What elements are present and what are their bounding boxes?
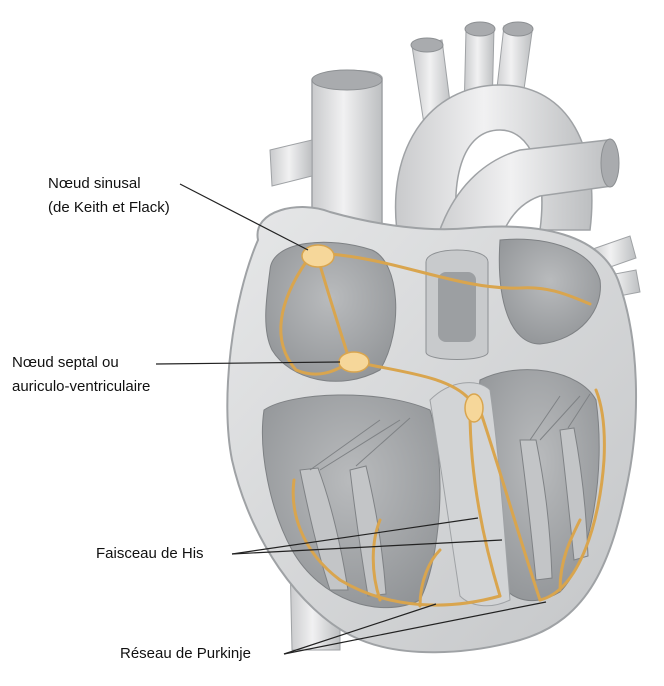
bachmann-bundle (328, 252, 592, 306)
av-node (338, 351, 370, 373)
leader-his-1 (231, 517, 479, 555)
sinus-node (301, 244, 335, 268)
purkinje-label: Réseau de Purkinje (120, 645, 251, 662)
leader-sinus-node (179, 183, 309, 251)
av-node-label-line1: Nœud septal ou (12, 354, 119, 371)
sinus-node-label-line1: Nœud sinusal (48, 175, 141, 192)
conduction-system (279, 252, 606, 608)
his-bundle-right (468, 408, 502, 598)
leader-purkinje-1 (283, 603, 437, 655)
aortic-arch (394, 84, 593, 251)
av-to-his (354, 360, 472, 402)
his-bundle-left (478, 408, 542, 602)
vena-cava-opening (311, 69, 383, 91)
his-bundle-label: Faisceau de His (96, 545, 204, 562)
left-atrium-cavity (498, 238, 601, 345)
leader-lines (155, 183, 547, 655)
av-node-label-line2: auriculo-ventriculaire (12, 378, 151, 395)
right-pulmonary-vein (269, 139, 313, 187)
purkinje-left (538, 388, 606, 602)
sinus-node-label-line2: (de Keith et Flack) (48, 199, 170, 216)
purkinje-fibers (371, 518, 582, 608)
his-bundle-origin (464, 393, 484, 423)
papillary-muscles (299, 393, 591, 597)
internodal-pathway-anterior (316, 256, 352, 364)
leader-av-node (155, 361, 341, 365)
purkinje-right (291, 478, 502, 607)
leader-purkinje-2 (283, 601, 547, 655)
leader-his-2 (231, 539, 503, 555)
